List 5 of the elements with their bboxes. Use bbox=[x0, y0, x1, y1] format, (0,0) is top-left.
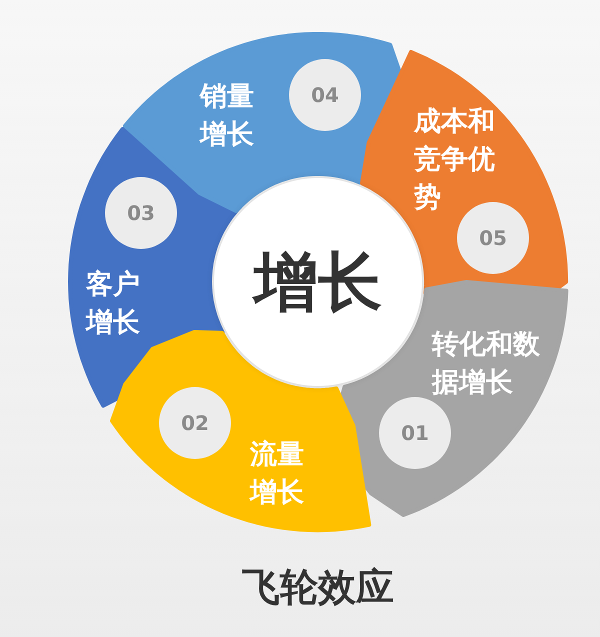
petal-label: 转化和数据增长 bbox=[432, 328, 541, 400]
petal-label: 客户增长 bbox=[86, 268, 141, 340]
petal-label: 流量增长 bbox=[250, 438, 305, 510]
caption: 飞轮效应 bbox=[241, 564, 395, 611]
petal-label: 销量增长 bbox=[200, 80, 255, 152]
